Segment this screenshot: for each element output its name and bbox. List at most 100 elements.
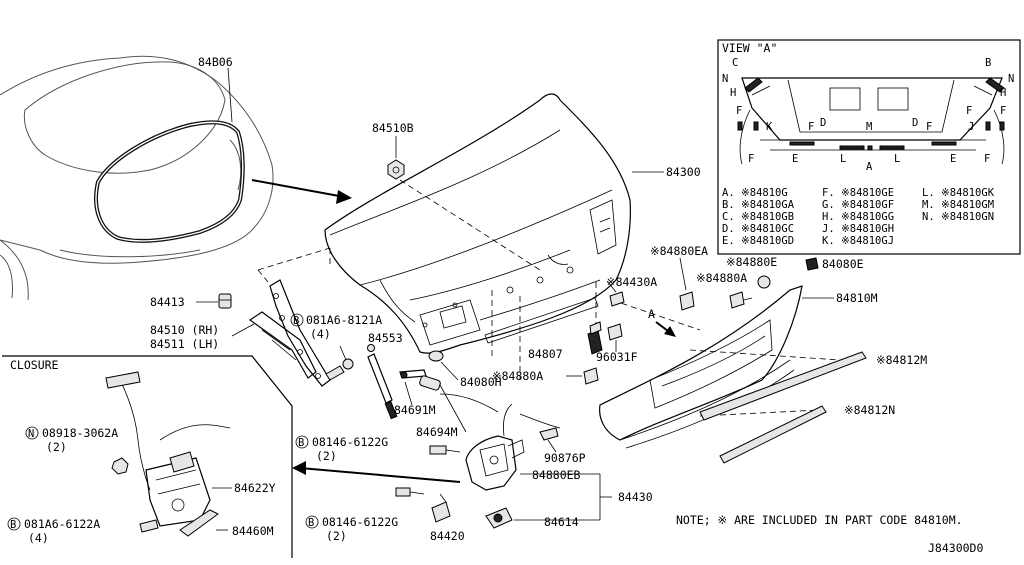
stay-84694m [419, 375, 441, 391]
closure-actuator-label: 84622Y [234, 481, 276, 495]
label-plug-84080h: 84080H [460, 375, 502, 389]
callout-j: J [968, 121, 974, 133]
label-stay-84691m: 84691M [394, 403, 436, 417]
closure-arrow [292, 461, 461, 483]
closure-bolt-prefix: B [10, 519, 16, 531]
closure-nut-prefix: N [28, 428, 34, 440]
legend-f: F. ※84810GE [822, 187, 894, 199]
label-bracket-90876p: 90876P [544, 451, 586, 465]
label-molding-84812n: ※84812N [844, 403, 895, 417]
label-clip-84880a-top: ※84880A [696, 271, 747, 285]
legend-d: D. ※84810GC [722, 223, 794, 235]
callout-m: M [866, 121, 872, 133]
legend-k: K. ※84810GJ [822, 235, 894, 247]
callout-c: C [732, 57, 738, 69]
trunk-lid [324, 93, 631, 354]
callout-f-right: F [1000, 105, 1006, 117]
bracket-90876p [539, 427, 559, 441]
weatherstrip-seal [94, 120, 245, 243]
legend-n: N. ※84810GN [922, 211, 994, 223]
clip-84880a-top [729, 291, 753, 309]
label-nut-84510b: 84510B [372, 121, 414, 135]
closure-nut: N [25, 426, 129, 475]
callout-k: K [766, 121, 773, 133]
view-a-callouts: C B N H N H F D M D F F F K J F E L A L … [722, 57, 1014, 173]
bolt-08146-b: B [305, 487, 425, 529]
bolt-prefix-b: B [293, 315, 299, 327]
label-weatherstrip: 84B06 [198, 55, 233, 69]
callout-d-right: D [912, 117, 918, 129]
legend-a: A. ※84810G [722, 187, 788, 199]
clip-84807 [587, 321, 603, 355]
label-bolt-081a6-8121a-qty: (4) [310, 327, 331, 341]
callout-n-right: N [1008, 73, 1014, 85]
label-bumper-84413: 84413 [150, 295, 185, 309]
clip-84080e [805, 257, 819, 271]
direction-arrow [251, 179, 352, 204]
closure-panel: CLOSURE 84622Y N 08918-3062A (2) 84460M [2, 355, 293, 558]
closure-bracket-label: 84460M [232, 524, 274, 538]
label-hinge-lh: 84511 (LH) [150, 337, 219, 351]
label-bolt-08146-a: 08146-6122G [312, 435, 388, 449]
callout-a: A [866, 161, 873, 173]
label-clip-84880eb: 84880EB [532, 468, 581, 482]
label-bolt-08146-b: 08146-6122G [322, 515, 398, 529]
lock-actuator-84622y [105, 371, 211, 527]
trunk-lock-84430 [465, 435, 525, 491]
closure-bracket [179, 509, 219, 537]
footnote: NOTE; ※ ARE INCLUDED IN PART CODE 84810M… [676, 513, 963, 527]
label-clip-84880a-mid: ※84880A [492, 369, 543, 383]
label-bolt-08146-b-qty: (2) [326, 529, 347, 543]
callout-e-right: E [950, 153, 956, 165]
callout-f-inner-right: F [926, 121, 932, 133]
clip-84430a [609, 291, 625, 307]
bolt-prefix-b: B [298, 437, 304, 449]
bolt-prefix-b: B [308, 517, 314, 529]
label-clip-84080e: 84080E [822, 257, 864, 271]
clip-96031f [607, 323, 623, 341]
label-cylinder-84614: 84614 [544, 515, 579, 529]
closure-title: CLOSURE [10, 358, 59, 372]
callout-d: D [820, 117, 826, 129]
label-clip-84807: 84807 [528, 347, 563, 361]
callout-h-right: H [1000, 87, 1006, 99]
callout-f-low: F [748, 153, 754, 165]
view-a-marker: A [648, 307, 655, 321]
car-body-outline [0, 55, 274, 301]
label-bolt-08146-a-qty: (2) [316, 449, 337, 463]
view-a-legend: A. ※84810G F. ※84810GE L. ※84810GK B. ※8… [722, 187, 995, 247]
bolt-pair [325, 358, 354, 381]
callout-f: F [736, 105, 742, 117]
clip-84880a-mid [583, 367, 599, 385]
callout-f-inner: F [808, 121, 814, 133]
plug-84080h [428, 350, 444, 362]
legend-l: L. ※84810GK [922, 187, 995, 199]
molding-84812m [699, 351, 867, 421]
label-striker-84420: 84420 [430, 529, 465, 543]
molding-84812n [719, 405, 827, 464]
callout-e: E [792, 153, 798, 165]
view-a-title: VIEW "A" [722, 41, 777, 55]
closure-bolt-qty: (4) [28, 531, 49, 545]
label-clip-84430a: ※84430A [606, 275, 657, 289]
lock-cylinder-84614 [485, 507, 513, 529]
view-a-inset: VIEW "A" C B N H N H F [717, 39, 1021, 255]
legend-c: C. ※84810GB [722, 211, 794, 223]
callout-b: B [985, 57, 991, 69]
legend-g: G. ※84810GF [822, 199, 894, 211]
closure-nut-label: 08918-3062A [42, 426, 118, 440]
callout-l: L [840, 153, 846, 165]
callout-f-low-right: F [984, 153, 990, 165]
nut-84510b [387, 159, 405, 180]
label-molding-84812m: ※84812M [876, 353, 927, 367]
clip-84880e [757, 275, 771, 289]
closure-nut-qty: (2) [46, 440, 67, 454]
striker-84420 [431, 493, 451, 523]
view-a-arrow [655, 321, 676, 337]
label-clip-84880ea: ※84880EA [650, 244, 708, 258]
callout-h: H [730, 87, 736, 99]
bolt-081a6-8121a: B [290, 313, 304, 327]
callout-n: N [722, 73, 728, 85]
